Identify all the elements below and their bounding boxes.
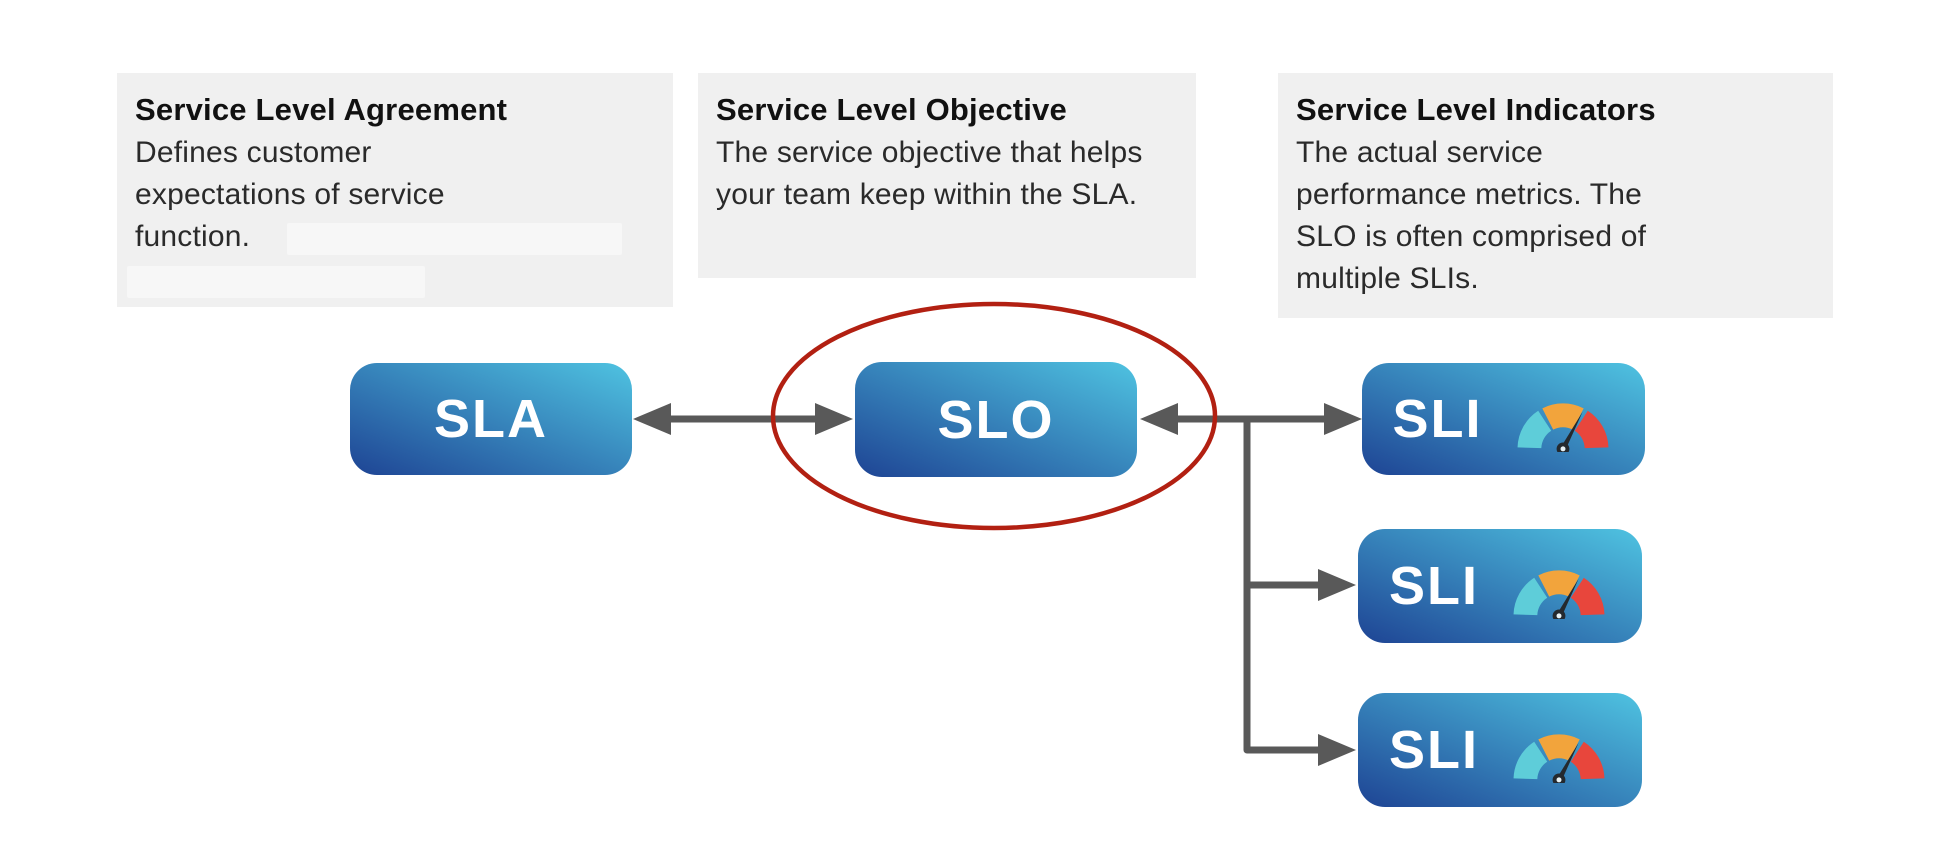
arrowhead-left-to-slo [1140, 403, 1178, 435]
arrowhead-right-to-slo [815, 403, 853, 435]
speedometer-gauge-icon [1513, 570, 1605, 619]
card-body-sli: The actual service performance metrics. … [1296, 136, 1647, 295]
card-title-slo: Service Level Objective [716, 92, 1067, 127]
speedometer-gauge-icon [1517, 403, 1608, 452]
node-sli-1: SLI [1362, 363, 1645, 475]
speedometer-gauge-icon [1513, 734, 1605, 783]
node-slo: SLO [855, 362, 1137, 477]
card-service-level-agreement: Service Level Agreement Defines customer… [117, 73, 673, 307]
card-service-level-indicators: Service Level Indicators The actual serv… [1278, 73, 1833, 318]
node-sli1-label: SLI [1392, 389, 1483, 449]
node-sli2-label: SLI [1388, 556, 1479, 616]
card-title-sla: Service Level Agreement [135, 92, 508, 127]
arrowhead-left-to-sla [633, 403, 671, 435]
card-title-sli: Service Level Indicators [1296, 92, 1656, 127]
node-sli3-label: SLI [1388, 720, 1479, 780]
redacted-text-block [287, 223, 622, 255]
node-sla: SLA [350, 363, 632, 475]
node-sla-label: SLA [434, 389, 548, 449]
arrowhead-right-to-sli1 [1324, 403, 1362, 435]
node-sli-3: SLI [1358, 693, 1642, 807]
card-body-sla: Defines customer expectations of service… [135, 136, 445, 253]
node-slo-label: SLO [937, 389, 1055, 450]
arrowhead-right-to-sli3 [1318, 734, 1356, 766]
card-body-slo: The service objective that helps your te… [716, 136, 1143, 211]
arrowhead-right-to-sli2 [1318, 569, 1356, 601]
trunk-line-to-sli3 [1243, 419, 1330, 754]
card-service-level-objective: Service Level Objective The service obje… [698, 73, 1196, 278]
redacted-text-block [127, 266, 425, 298]
node-sli-2: SLI [1358, 529, 1642, 643]
